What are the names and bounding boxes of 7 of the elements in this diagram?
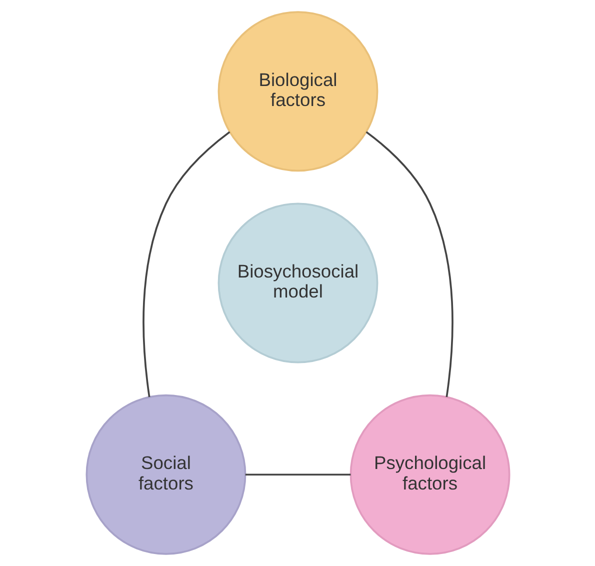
- node-circle: Biosychosocial model: [217, 202, 378, 364]
- node-circle: Social factors: [85, 394, 246, 555]
- connector: [244, 474, 350, 476]
- connector: [142, 131, 230, 398]
- node-circle: Psychological factors: [349, 394, 510, 555]
- connector: [365, 131, 453, 398]
- node-circle: Biological factors: [217, 11, 378, 172]
